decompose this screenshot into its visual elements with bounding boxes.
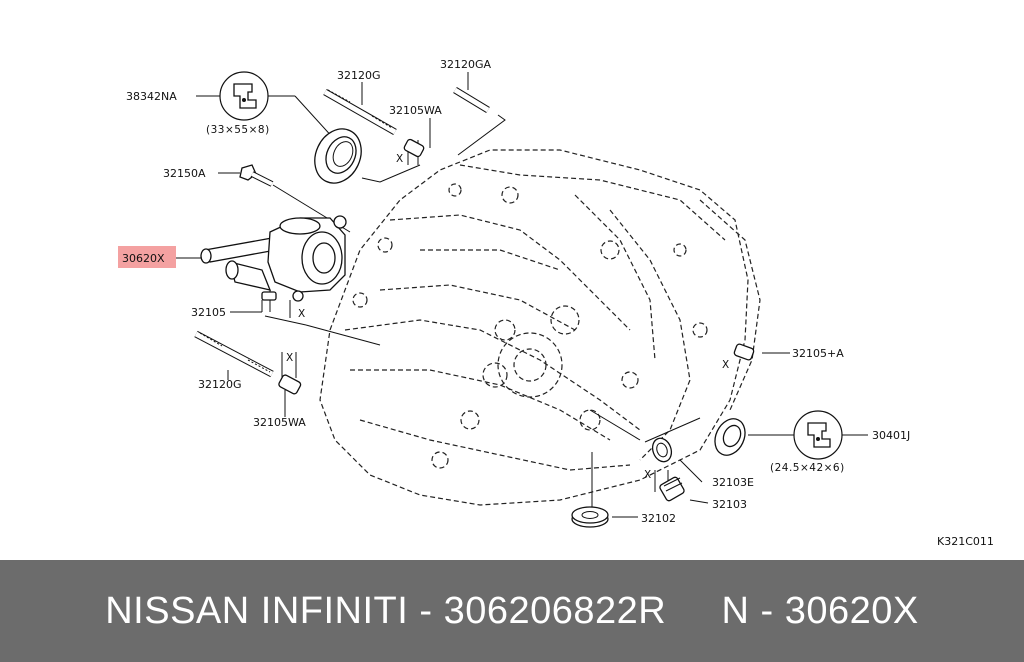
dim-x-right: X: [722, 359, 730, 371]
leader-lines: [176, 72, 868, 518]
label-32102: 32102: [641, 512, 676, 525]
dim-x-mid: X: [298, 308, 306, 320]
label-32150A: 32150A: [163, 167, 206, 180]
label-30401J: 30401J: [872, 429, 910, 442]
transmission-case: [319, 149, 761, 506]
label-32120G-top: 32120G: [337, 69, 381, 82]
caption-bar: NISSAN INFINITI - 306206822R N - 30620X: [0, 560, 1024, 662]
drain-plug-32103: [659, 476, 685, 502]
label-32120G-bottom: 32120G: [198, 378, 242, 391]
label-32103: 32103: [712, 498, 747, 511]
dowel-32105: [261, 291, 277, 301]
dim-x-top: X: [396, 153, 404, 165]
label-seal-right-size: (24.5×42×6): [770, 462, 845, 474]
label-ref-code: K321C011: [937, 535, 994, 548]
oil-seal-30401J: [714, 418, 746, 456]
label-seal-left-size: (33×55×8): [206, 124, 270, 136]
seal-left-icon: [219, 71, 269, 121]
stud-bolt-32120G-bottom: [194, 330, 274, 378]
slave-cylinder-30620X: [200, 215, 347, 302]
dowel-pin-32105WA-bottom: [278, 374, 302, 395]
highlight-30620X: [118, 246, 176, 268]
dowel-pin-32105WA-top: [403, 138, 425, 158]
dim-x-bottom: X: [286, 352, 294, 364]
washer-32102: [571, 506, 609, 528]
dowel-32105A: [733, 343, 755, 361]
stud-bolt-32120G-top: [323, 88, 397, 136]
label-32105: 32105: [191, 306, 226, 319]
stud-32120GA: [453, 87, 490, 113]
label-32105WA-top: 32105WA: [389, 104, 442, 117]
label-32105A: 32105+A: [792, 347, 844, 360]
bolt-32150A: [239, 164, 274, 187]
washer-32103E: [651, 437, 673, 463]
label-30620X: 30620X: [122, 252, 165, 265]
seal-right-icon: [793, 410, 843, 460]
parts-diagram: X X X X X: [118, 58, 994, 548]
oil-seal-38342NA: [314, 128, 362, 184]
dim-x-drain: X: [644, 469, 652, 481]
label-32120GA: 32120GA: [440, 58, 492, 71]
dimension-markers: X X X X X: [269, 140, 730, 492]
label-38342NA: 38342NA: [126, 90, 177, 103]
label-32103E: 32103E: [712, 476, 754, 489]
label-32105WA-bottom: 32105WA: [253, 416, 306, 429]
caption-text: NISSAN INFINITI - 306206822R N - 30620X: [105, 589, 919, 632]
